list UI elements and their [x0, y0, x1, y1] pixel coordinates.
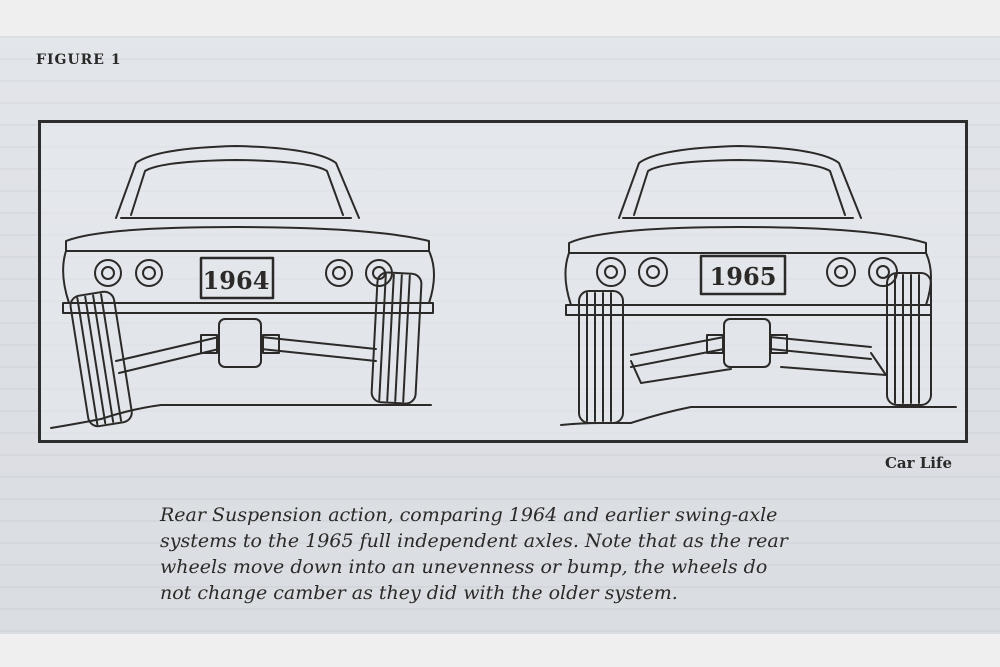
car-1964-differential — [218, 318, 262, 368]
car-1964-left-tire — [69, 290, 133, 428]
license-plate-1964-frame — [199, 256, 275, 300]
car-1965-taillight-3 — [826, 257, 856, 287]
car-1965-taillight-1 — [596, 257, 626, 287]
car-1965-taillight-4 — [868, 257, 898, 287]
car-1965-roof — [618, 145, 862, 219]
figure-label: FIGURE 1 — [36, 52, 122, 68]
car-1965-right-tire — [886, 272, 932, 406]
car-1964-bumper — [62, 302, 434, 314]
car-1964-deck-lid — [65, 226, 430, 252]
car-1964-right-swing-axle — [260, 348, 377, 362]
car-1964-ground — [50, 404, 432, 429]
license-plate-1964: 1964 — [203, 266, 270, 295]
car-1965-drawing: 1965 — [560, 145, 957, 426]
license-plate-1965-frame — [699, 254, 787, 296]
illustration-frame: 1964 — [38, 120, 968, 443]
car-1964-taillight-2 — [135, 259, 163, 287]
car-1964-taillight-1 — [94, 259, 122, 287]
car-1965-differential — [723, 318, 771, 368]
car-1964-rear-window — [130, 159, 344, 216]
car-1965-rear-window — [633, 159, 846, 216]
rear-suspension-illustration: 1964 — [50, 145, 957, 429]
car-1965-deck-lid — [568, 226, 927, 254]
car-1965-taillight-2 — [638, 257, 668, 287]
car-1964-roof — [115, 145, 360, 219]
illustration-credit: Car Life — [884, 454, 952, 472]
car-1965-left-axle — [630, 336, 725, 356]
car-1965-ground — [560, 406, 957, 426]
license-plate-1965: 1965 — [710, 262, 777, 291]
car-1964-taillight-3 — [325, 259, 353, 287]
car-1964-left-swing-axle — [115, 336, 220, 362]
car-1965-bumper — [565, 304, 932, 316]
car-1964-right-tire — [370, 271, 423, 405]
figure-caption: Rear Suspension action, comparing 1964 a… — [160, 504, 788, 604]
car-1965-left-tire — [578, 290, 624, 424]
car-1964-drawing: 1964 — [50, 145, 435, 429]
